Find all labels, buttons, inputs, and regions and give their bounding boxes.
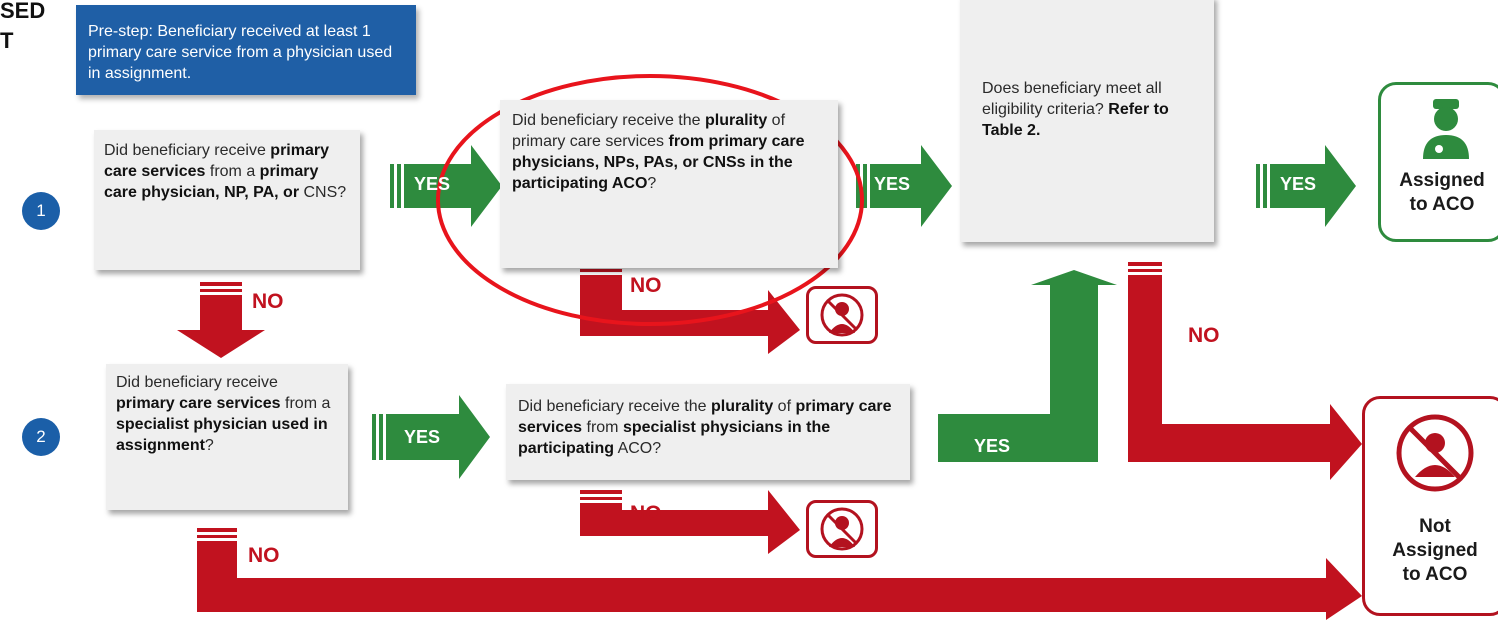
no-arrow-1b [580,262,800,354]
no-arrows [177,262,1362,620]
outcome-not-assigned: Not Assigned to ACO [1362,396,1498,616]
eligibility-question: Does beneficiary meet all eligibility cr… [960,0,1214,242]
no-doctor-icon [820,507,864,551]
doctor-icon [1423,99,1469,159]
no-doctor-icon [820,293,864,337]
yes-label-1: YES [414,174,451,194]
no-arrow-down [177,282,265,358]
yes-arrow-3 [1256,145,1356,227]
heading-line-1: SED [0,0,46,23]
no-label-4: NO [630,502,662,525]
question-2: Did beneficiary receive primary care ser… [106,364,348,510]
yes-label-3: YES [1280,174,1317,194]
no-label-5: NO [248,544,280,567]
outcome-assigned-line-1: Assigned [1399,170,1485,191]
yes-arrow-1 [390,145,502,227]
not-assigned-small-icon-1 [806,286,878,344]
outcome-not-assigned-line-1: Not [1419,516,1451,537]
outcome-assigned-line-2: to ACO [1409,194,1475,215]
no-arrow-bottom [197,528,1362,620]
no-label-2: NO [630,274,662,297]
question-1: Did beneficiary receive primary care ser… [94,130,360,270]
step-number-1: 1 [22,192,60,230]
prestep-box: Pre-step: Beneficiary received at least … [76,5,416,95]
yes-arrow-4 [372,395,490,479]
highlight-ellipse [436,74,864,326]
yes-arrow-2 [856,145,952,227]
question-1b: Did beneficiary receive the plurality of… [500,100,838,268]
no-label-3: NO [1188,324,1220,347]
not-assigned-small-icon-2 [806,500,878,558]
yes-label-5: YES [974,436,1011,456]
step-number-2: 2 [22,418,60,456]
no-label-1: NO [252,290,284,313]
yes-arrow-up [938,270,1117,462]
yes-label-4: YES [404,427,441,447]
question-2b: Did beneficiary receive the plurality of… [506,384,910,480]
heading-partial: SED T [0,0,45,56]
outcome-assigned: Assigned to ACO [1378,82,1498,242]
outcome-not-assigned-line-3: to ACO [1402,564,1468,585]
no-arrow-elig [1128,262,1362,480]
no-arrow-2b [580,490,800,554]
outcome-not-assigned-line-2: Assigned [1392,540,1478,561]
heading-line-2: T [0,28,14,53]
yes-arrows [372,145,1356,479]
yes-label-2: YES [874,174,911,194]
no-doctor-icon [1396,414,1474,492]
